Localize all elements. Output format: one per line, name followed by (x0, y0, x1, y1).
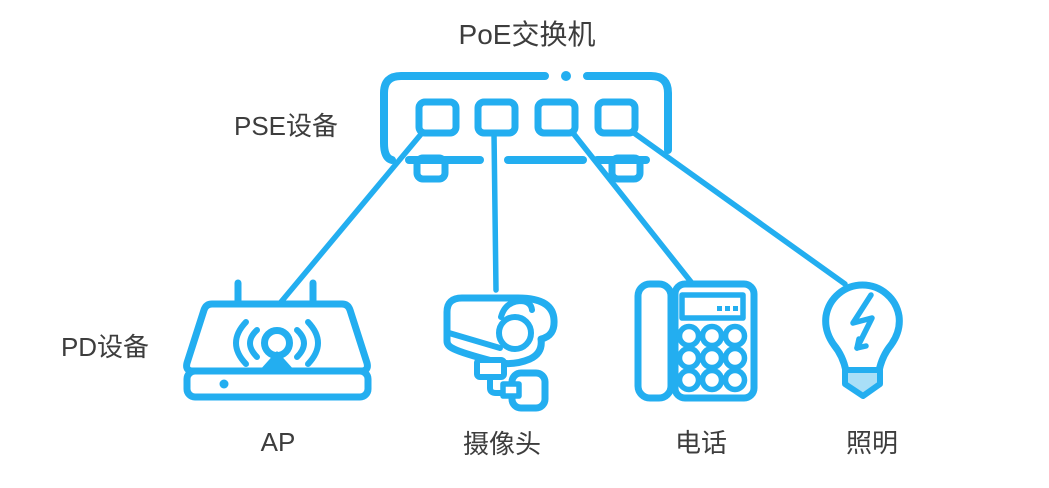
camera-plate-tab (500, 381, 522, 399)
device-label-camera: 摄像头 (463, 429, 541, 459)
ap-icon (183, 279, 372, 401)
ap-led-dot (219, 379, 229, 389)
cable-to-lighting (631, 130, 848, 287)
lightning-bolt-arrowhead (854, 336, 869, 351)
phone-key-1 (676, 323, 702, 349)
camera-lens (496, 314, 534, 352)
switch-port-3 (534, 98, 579, 137)
phone-key-7 (676, 367, 702, 393)
phone-display (679, 292, 746, 321)
switch-body-left (380, 72, 549, 164)
switch-port-1 (415, 98, 460, 137)
cable-to-camera (491, 130, 499, 293)
wifi-arc-right-inner (294, 327, 307, 360)
switch-body-right (583, 72, 672, 154)
wifi-arc-left-inner (247, 327, 260, 360)
wifi-arc-right-outer (305, 319, 321, 367)
pd-label: PD设备 (61, 332, 149, 362)
pse-label: PSE设备 (234, 111, 338, 141)
switch-foot-left (413, 154, 449, 183)
phone-key-3 (722, 323, 748, 349)
device-label-ap: AP (261, 427, 296, 457)
phone-key-8 (699, 367, 725, 393)
phone-display-dot-2 (725, 306, 730, 311)
poe-switch-icon (380, 71, 672, 183)
camera-body-fold (446, 330, 503, 351)
lightning-bolt-icon (850, 292, 875, 351)
camera-arm (487, 374, 509, 396)
wifi-stand (259, 351, 295, 371)
switch-foot-right (608, 154, 644, 183)
phone-display-dot-3 (733, 306, 738, 311)
switch-port-4 (594, 98, 639, 137)
lighting-icon (822, 281, 903, 399)
phone-key-2 (699, 323, 725, 349)
ap-base (183, 367, 372, 401)
switch-port-2 (474, 98, 519, 137)
phone-key-6 (722, 345, 748, 371)
cable-to-ap (278, 130, 425, 305)
phone-handset (634, 280, 675, 402)
power-indicator-dot (561, 71, 571, 81)
camera-lens-curl (498, 298, 535, 320)
phone-key-5 (699, 345, 725, 371)
bulb-glass (822, 281, 903, 375)
phone-display-dot-1 (717, 306, 722, 311)
wifi-arc-left-outer (233, 319, 249, 367)
device-label-phone: 电话 (675, 428, 727, 458)
camera-icon (443, 294, 558, 412)
diagram-title: PoE交换机 (459, 19, 596, 50)
phone-key-9 (722, 367, 748, 393)
phone-key-4 (676, 345, 702, 371)
phone-icon (634, 280, 758, 402)
bulb-base (842, 367, 883, 399)
device-label-lighting: 照明 (846, 428, 898, 458)
